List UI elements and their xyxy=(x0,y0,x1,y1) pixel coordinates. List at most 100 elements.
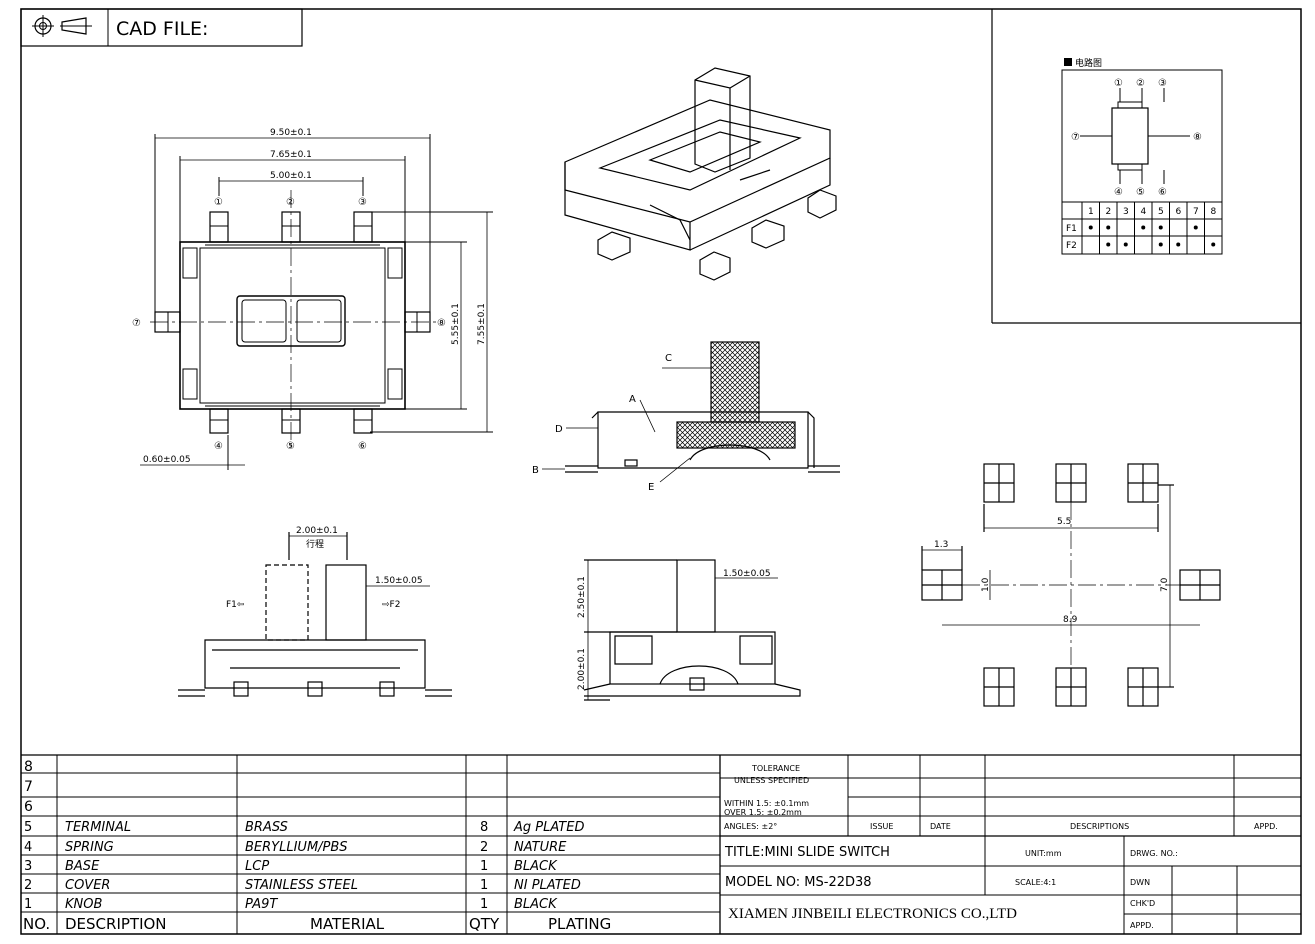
circuit-pin-3: ③ xyxy=(1158,78,1167,89)
drawing-title: TITLE:MINI SLIDE SWITCH xyxy=(724,845,890,860)
cad-file-label: CAD FILE: xyxy=(116,18,208,40)
bom-plating: NI PLATED xyxy=(514,878,581,893)
circuit-pin-7: ⑦ xyxy=(1071,132,1080,143)
circuit-col-header: 3 xyxy=(1123,207,1129,217)
circuit-title: 电路图 xyxy=(1075,57,1102,69)
pin-3: ③ xyxy=(358,197,367,208)
over-label: OVER 1.5: ±0.2mm xyxy=(724,808,802,817)
circuit-pin-1: ① xyxy=(1114,78,1123,89)
pin-5: ⑤ xyxy=(286,441,295,452)
angles-label: ANGLES: ±2° xyxy=(724,822,777,831)
bom-material: BERYLLIUM/PBS xyxy=(245,840,348,855)
bom-material: STAINLESS STEEL xyxy=(245,878,358,893)
contact-dot xyxy=(1106,242,1111,247)
circuit-pin-4: ④ xyxy=(1114,187,1123,198)
bom-header-plating: PLATING xyxy=(548,915,611,933)
circuit-pin-8: ⑧ xyxy=(1193,132,1202,143)
pcb-dim-5-5: 5.5 xyxy=(1057,517,1071,527)
label-d: D xyxy=(555,424,563,435)
top-view-labels: 9.50±0.1 7.65±0.1 5.00±0.1 5.55±0.1 7.55… xyxy=(132,128,487,465)
pcb-dim-7-0: 7.0 xyxy=(1160,577,1170,592)
pcb-dim-8-9: 8.9 xyxy=(1063,615,1078,625)
dwn-label: DWN xyxy=(1130,878,1150,887)
knob-height-dim: 2.50±0.1 xyxy=(577,576,587,618)
pin-7: ⑦ xyxy=(132,318,141,329)
bom-header: NO. DESCRIPTION MATERIAL QTY PLATING xyxy=(23,915,611,933)
bom-row-number: 3 xyxy=(24,859,32,874)
pin-6: ⑥ xyxy=(358,441,367,452)
circuit-row-label: F2 xyxy=(1066,241,1077,251)
chkd-label: CHK'D xyxy=(1130,899,1155,908)
section-labels: C A D B E xyxy=(532,353,672,493)
section-view xyxy=(542,341,840,483)
top-view xyxy=(140,134,493,470)
scale-label: SCALE:4:1 xyxy=(1015,878,1056,887)
contact-dot xyxy=(1211,242,1216,247)
side-view-labels: 2.00±0.1 行程 1.50±0.05 F1⇦ ⇨F2 xyxy=(226,526,423,610)
f1-label: F1⇦ xyxy=(226,600,244,610)
bom-row-number: 6 xyxy=(24,799,33,815)
contact-dot xyxy=(1158,242,1163,247)
pin-1: ① xyxy=(214,197,223,208)
bom-material: PA9T xyxy=(245,897,278,912)
bom-plating: BLACK xyxy=(514,859,558,874)
pin-8: ⑧ xyxy=(437,318,446,329)
circuit-col-header: 7 xyxy=(1193,207,1199,217)
unless-label: UNLESS SPECIFIED xyxy=(734,776,809,785)
bom-row-number: 1 xyxy=(24,897,32,912)
pin-2: ② xyxy=(286,197,295,208)
circuit-pin-2: ② xyxy=(1136,78,1145,89)
title-block xyxy=(720,755,1301,934)
pcb-dim-1-0: 1.0 xyxy=(981,577,991,592)
isometric-view xyxy=(564,67,837,281)
descriptions-label: DESCRIPTIONS xyxy=(1070,822,1129,831)
bom-header-material: MATERIAL xyxy=(310,915,385,933)
bom-table xyxy=(21,754,1301,934)
contact-dot xyxy=(1088,225,1093,230)
company-name: XIAMEN JINBEILI ELECTRONICS CO.,LTD xyxy=(728,906,1017,922)
pcb-labels: 5.5 1.3 1.0 7.0 8.9 xyxy=(934,517,1170,625)
bom-plating: NATURE xyxy=(514,840,567,855)
knob-width-dim: 1.50±0.05 xyxy=(375,576,423,586)
circuit-col-header: 4 xyxy=(1141,207,1147,217)
dim-pitch: 5.00±0.1 xyxy=(270,171,312,181)
bom-description: BASE xyxy=(65,859,100,874)
bom-header-desc: DESCRIPTION xyxy=(65,915,167,933)
front-view xyxy=(583,559,801,701)
bom-plating: Ag PLATED xyxy=(513,820,584,835)
bom-qty: 1 xyxy=(480,859,488,874)
tolerance-label: TOLERANCE xyxy=(751,764,800,773)
bom-description: SPRING xyxy=(65,840,114,855)
bom-row-number: 4 xyxy=(24,840,32,855)
bom-qty: 1 xyxy=(480,897,488,912)
bom-row-number: 5 xyxy=(24,820,32,835)
drwg-label: DRWG. NO.: xyxy=(1130,849,1178,858)
bom-material: LCP xyxy=(245,859,269,874)
bom-row-number: 7 xyxy=(24,779,33,795)
circuit-col-header: 6 xyxy=(1176,207,1182,217)
circuit-row-label: F1 xyxy=(1066,224,1077,234)
body-height-dim: 2.00±0.1 xyxy=(577,648,587,690)
title-block-text: TOLERANCE UNLESS SPECIFIED WITHIN 1.5: ±… xyxy=(724,764,1278,930)
bom-qty: 1 xyxy=(480,878,488,893)
dim-height-outer: 7.55±0.1 xyxy=(477,303,487,345)
dim-width-mid: 7.65±0.1 xyxy=(270,150,312,160)
bom-material: BRASS xyxy=(245,820,288,835)
circuit-col-header: 1 xyxy=(1088,207,1094,217)
date-label: DATE xyxy=(930,822,951,831)
pcb-dim-1-3: 1.3 xyxy=(934,540,948,550)
front-knob-width-dim: 1.50±0.05 xyxy=(723,569,771,579)
within-label: WITHIN 1.5: ±0.1mm xyxy=(724,799,809,808)
dim-pad: 0.60±0.05 xyxy=(143,455,191,465)
bom-qty: 2 xyxy=(480,840,488,855)
label-c: C xyxy=(665,353,672,364)
model-number: MODEL NO: MS-22D38 xyxy=(725,875,872,890)
circuit-col-header: 2 xyxy=(1106,207,1112,217)
contact-dot xyxy=(1106,225,1111,230)
f2-label: ⇨F2 xyxy=(382,600,400,610)
travel-label: 行程 xyxy=(306,538,324,550)
cad-header: CAD FILE: xyxy=(20,8,303,47)
